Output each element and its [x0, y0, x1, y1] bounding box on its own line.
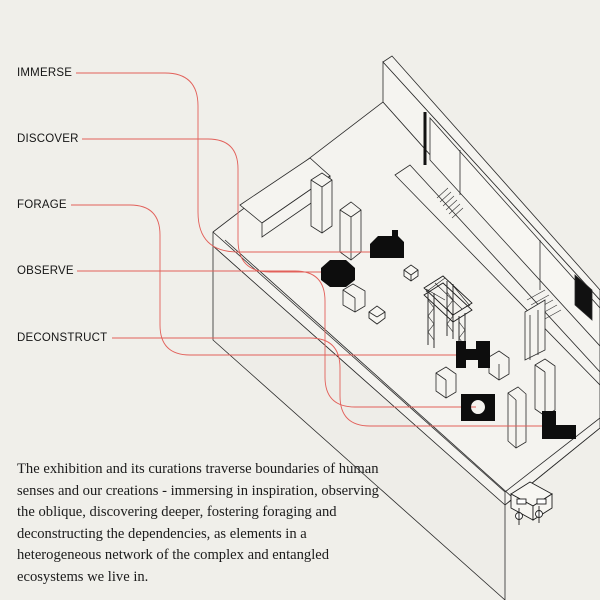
connector-immerse [76, 72, 378, 253]
connector-lines [71, 72, 558, 427]
marker-forage [456, 341, 490, 368]
connector-forage [71, 204, 458, 356]
station-markers [321, 230, 576, 439]
wall-details [423, 112, 600, 361]
connector-discover [82, 138, 333, 273]
truss-structure [423, 275, 473, 350]
connector-deconstruct [112, 337, 558, 427]
exhibition-description: The exhibition and its curations travers… [17, 461, 379, 585]
label-deconstruct: DECONSTRUCT [17, 332, 108, 344]
marker-observe [461, 394, 495, 421]
connector-observe [77, 270, 476, 408]
label-discover: DISCOVER [17, 133, 79, 145]
label-immerse: IMMERSE [17, 67, 73, 79]
kiosk [510, 481, 553, 525]
label-forage: FORAGE [17, 199, 67, 211]
plinths [368, 264, 419, 325]
pillars [310, 172, 556, 449]
marker-deconstruct [542, 411, 576, 439]
marker-immerse [370, 230, 404, 258]
marker-discover [321, 260, 355, 287]
label-observe: OBSERVE [17, 265, 74, 277]
